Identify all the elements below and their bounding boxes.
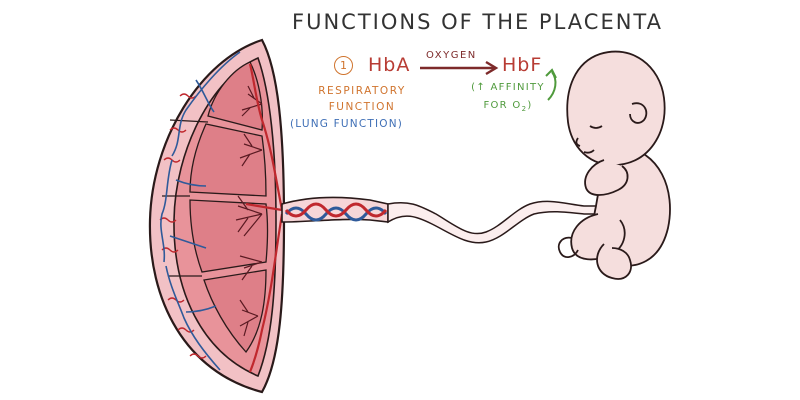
function-label: Function [328, 101, 396, 113]
placenta [148, 38, 286, 394]
fetus-arm [584, 159, 629, 196]
fetus-ear [629, 102, 648, 124]
annotation-arrows [420, 60, 557, 101]
affinity-subscript: 2 [521, 105, 528, 113]
oxygen-arrow-head [485, 60, 499, 76]
maternal-veins [160, 51, 241, 371]
affinity-suffix: ) [527, 100, 533, 111]
fetus-foot [596, 243, 632, 280]
affinity-curve-arrow-head [545, 68, 557, 79]
decidual-ridges [159, 93, 207, 359]
fetus-knee [557, 236, 579, 258]
umbilical-cord [281, 196, 621, 244]
step-number-badge: 1 [334, 56, 353, 75]
cotyledon-lobes [189, 61, 269, 354]
fetus-eye [589, 125, 603, 129]
hbf-label: HbF [502, 54, 543, 76]
oxygen-label: Oxygen [426, 50, 477, 61]
cord-vessel-twists [284, 202, 388, 222]
affinity-prefix: For O [483, 100, 522, 111]
chorionic-arteries [245, 63, 284, 373]
lung-function-note: (Lung Function) [290, 118, 404, 130]
villous-trees [235, 85, 263, 337]
diagram-title: Functions of the Placenta [292, 10, 663, 34]
hba-label: HbA [368, 54, 411, 76]
affinity-label-line1: (↑ Affinity [471, 82, 545, 93]
respiratory-label: Respiratory [318, 85, 406, 97]
fetus-face [575, 137, 595, 154]
affinity-label-line2: For O2) [466, 100, 550, 113]
fetus [557, 50, 671, 280]
fetus-head [566, 50, 666, 166]
